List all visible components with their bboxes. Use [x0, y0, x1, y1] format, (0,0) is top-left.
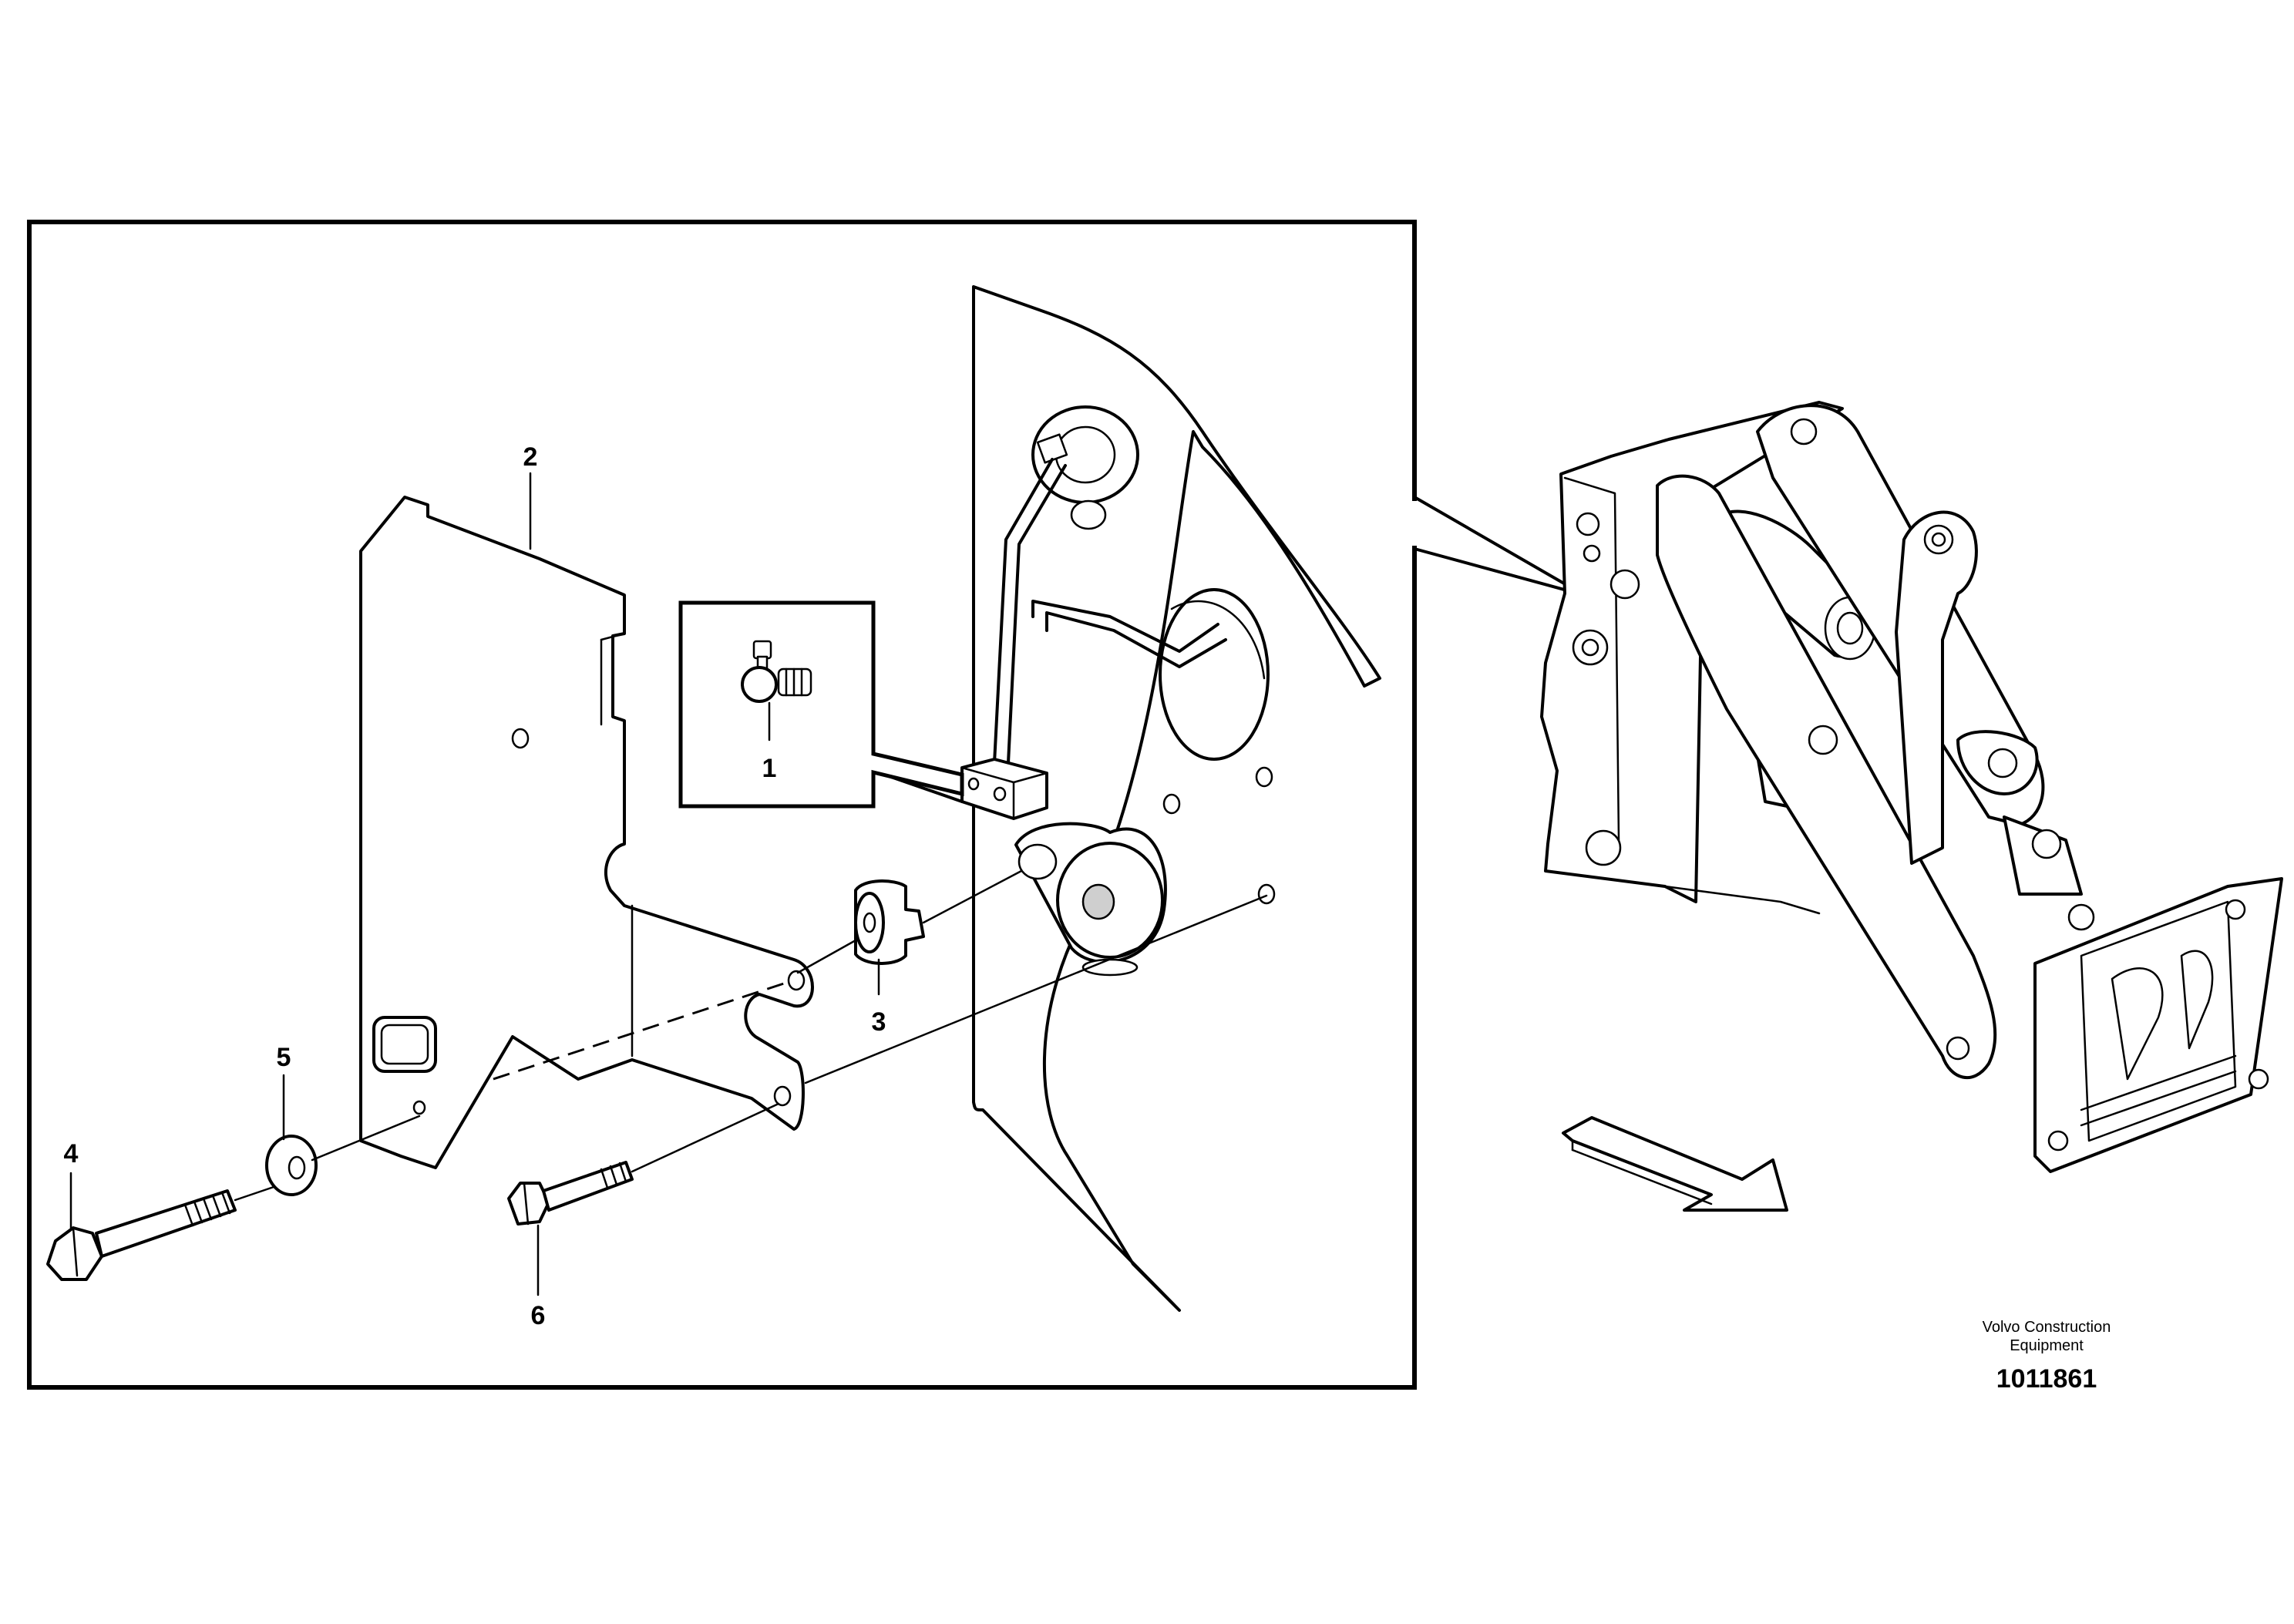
machine-overview: [1540, 401, 2283, 1173]
assembly-lines: [234, 869, 1268, 1202]
callout-2: 2: [523, 442, 538, 472]
document-number: 1011861: [1996, 1364, 2097, 1394]
washer: [265, 1135, 318, 1196]
callout-1: 1: [762, 754, 777, 783]
leader-lines: [69, 472, 880, 1296]
long-bolt: [46, 1189, 237, 1281]
brand-line-2: Equipment: [2010, 1337, 2084, 1354]
grease-nipple-icon: [741, 640, 812, 703]
direction-arrow-icon: [1562, 1116, 1788, 1212]
callout-4: 4: [64, 1139, 79, 1168]
callout-5: 5: [277, 1043, 291, 1072]
callout-3: 3: [872, 1007, 886, 1037]
detail-pointer: [1411, 496, 1586, 597]
spacer-bushing: [854, 879, 925, 965]
cover-plate: [359, 496, 814, 1169]
brand-line-1: Volvo Construction: [1983, 1319, 2111, 1336]
lift-arm-plate: [972, 285, 1381, 1312]
detail-frame: [27, 220, 1417, 1390]
grease-line: [960, 433, 1227, 820]
grease-nipple-inset: [678, 600, 964, 809]
callout-6: 6: [531, 1301, 546, 1330]
short-bolt: [507, 1161, 634, 1226]
